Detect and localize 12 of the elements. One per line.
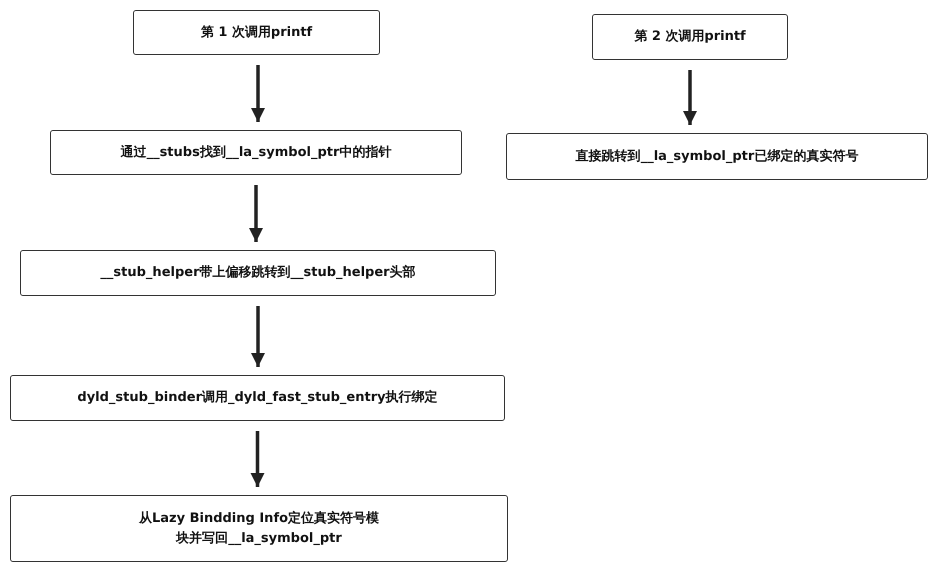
process-box: 第 1 次调用printf xyxy=(133,10,380,55)
arrow xyxy=(251,65,265,122)
process-box: 通过__stubs找到__la_symbol_ptr中的指针 xyxy=(50,130,462,175)
arrow xyxy=(683,70,697,125)
process-box: __stub_helper带上偏移跳转到__stub_helper头部 xyxy=(20,250,496,296)
process-box: 从Lazy Bindding Info定位真实符号模块并写回__la_symbol_ptr xyxy=(10,495,508,562)
arrow xyxy=(249,185,263,242)
process-box: 第 2 次调用printf xyxy=(592,14,788,60)
arrow xyxy=(250,431,264,487)
process-box: dyld_stub_binder调用_dyld_fast_stub_entry执行绑定 xyxy=(10,375,505,421)
arrow xyxy=(251,306,265,367)
process-box: 直接跳转到__la_symbol_ptr已绑定的真实符号 xyxy=(506,133,928,180)
